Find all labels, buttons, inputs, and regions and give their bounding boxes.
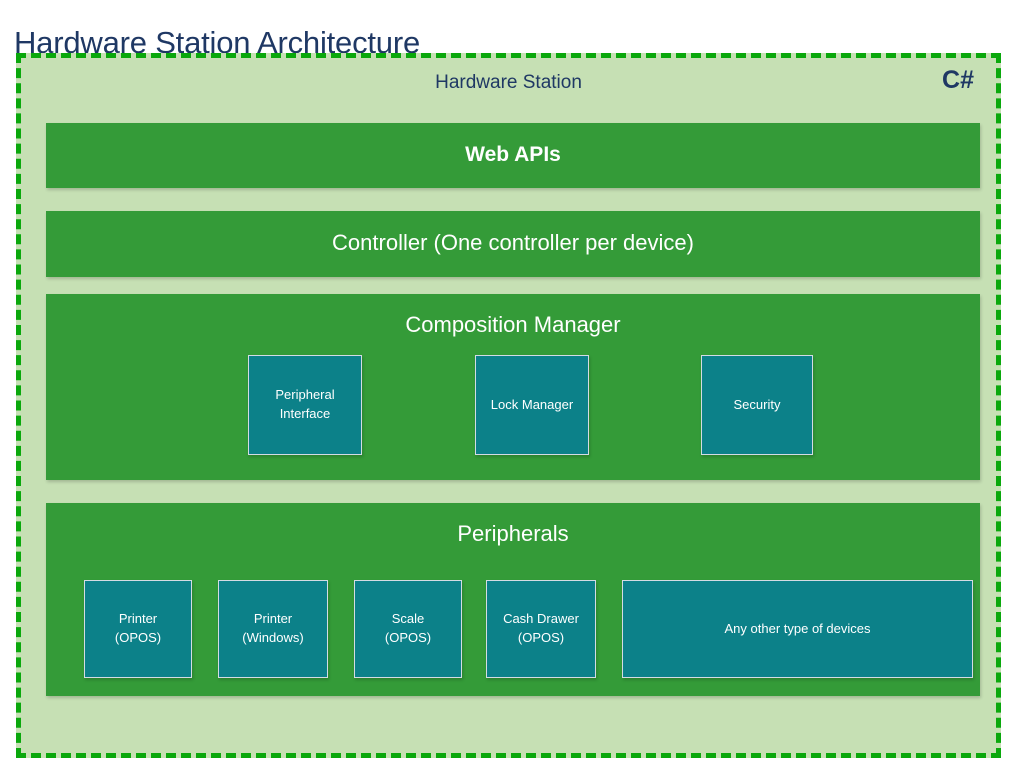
component-printer-opos[interactable]: Printer (OPOS) <box>84 580 192 678</box>
component-cash-drawer-opos-label: Cash Drawer (OPOS) <box>503 610 579 648</box>
language-badge: C# <box>942 66 974 94</box>
component-printer-windows-label: Printer (Windows) <box>242 610 303 648</box>
layer-controller-title: Controller (One controller per device) <box>332 230 694 255</box>
label-line-1: Scale <box>391 611 425 627</box>
label-line-1: Printer <box>118 611 158 627</box>
component-scale-opos-label: Scale (OPOS) <box>385 610 431 648</box>
label-line-2: (OPOS) <box>517 630 565 645</box>
container-header-label: Hardware Station <box>435 72 582 93</box>
component-security-label: Security <box>733 396 781 412</box>
layer-composition-manager[interactable]: Composition Manager Peripheral Interface… <box>46 294 980 480</box>
label-line-1: Printer <box>253 611 293 627</box>
hardware-station-container: Hardware Station C# Web APIs Controller … <box>16 53 1001 758</box>
layer-web-apis[interactable]: Web APIs <box>46 123 980 188</box>
component-any-other-devices-label: Any other type of devices <box>724 620 871 636</box>
layer-controller[interactable]: Controller (One controller per device) <box>46 211 980 277</box>
label-line-2: Interface <box>279 406 331 421</box>
label-line-2: (Windows) <box>242 630 304 645</box>
label-line-2: (OPOS) <box>384 630 432 645</box>
component-security[interactable]: Security <box>701 355 813 455</box>
component-any-other-devices[interactable]: Any other type of devices <box>622 580 973 678</box>
layer-composition-manager-title: Composition Manager <box>405 312 621 337</box>
component-scale-opos[interactable]: Scale (OPOS) <box>354 580 462 678</box>
component-printer-opos-label: Printer (OPOS) <box>115 610 161 648</box>
layer-peripherals-title: Peripherals <box>457 521 569 546</box>
component-peripheral-interface-label: Peripheral Interface <box>275 386 334 424</box>
component-lock-manager[interactable]: Lock Manager <box>475 355 589 455</box>
label-line-1: Cash Drawer <box>503 611 579 627</box>
component-peripheral-interface[interactable]: Peripheral Interface <box>248 355 362 455</box>
layer-web-apis-title: Web APIs <box>465 143 561 166</box>
label-line-2: (OPOS) <box>114 630 162 645</box>
label-line-1: Peripheral <box>275 387 335 403</box>
component-printer-windows[interactable]: Printer (Windows) <box>218 580 328 678</box>
component-cash-drawer-opos[interactable]: Cash Drawer (OPOS) <box>486 580 596 678</box>
layer-peripherals[interactable]: Peripherals Printer (OPOS) Printer (Wind… <box>46 503 980 696</box>
component-lock-manager-label: Lock Manager <box>490 396 574 412</box>
